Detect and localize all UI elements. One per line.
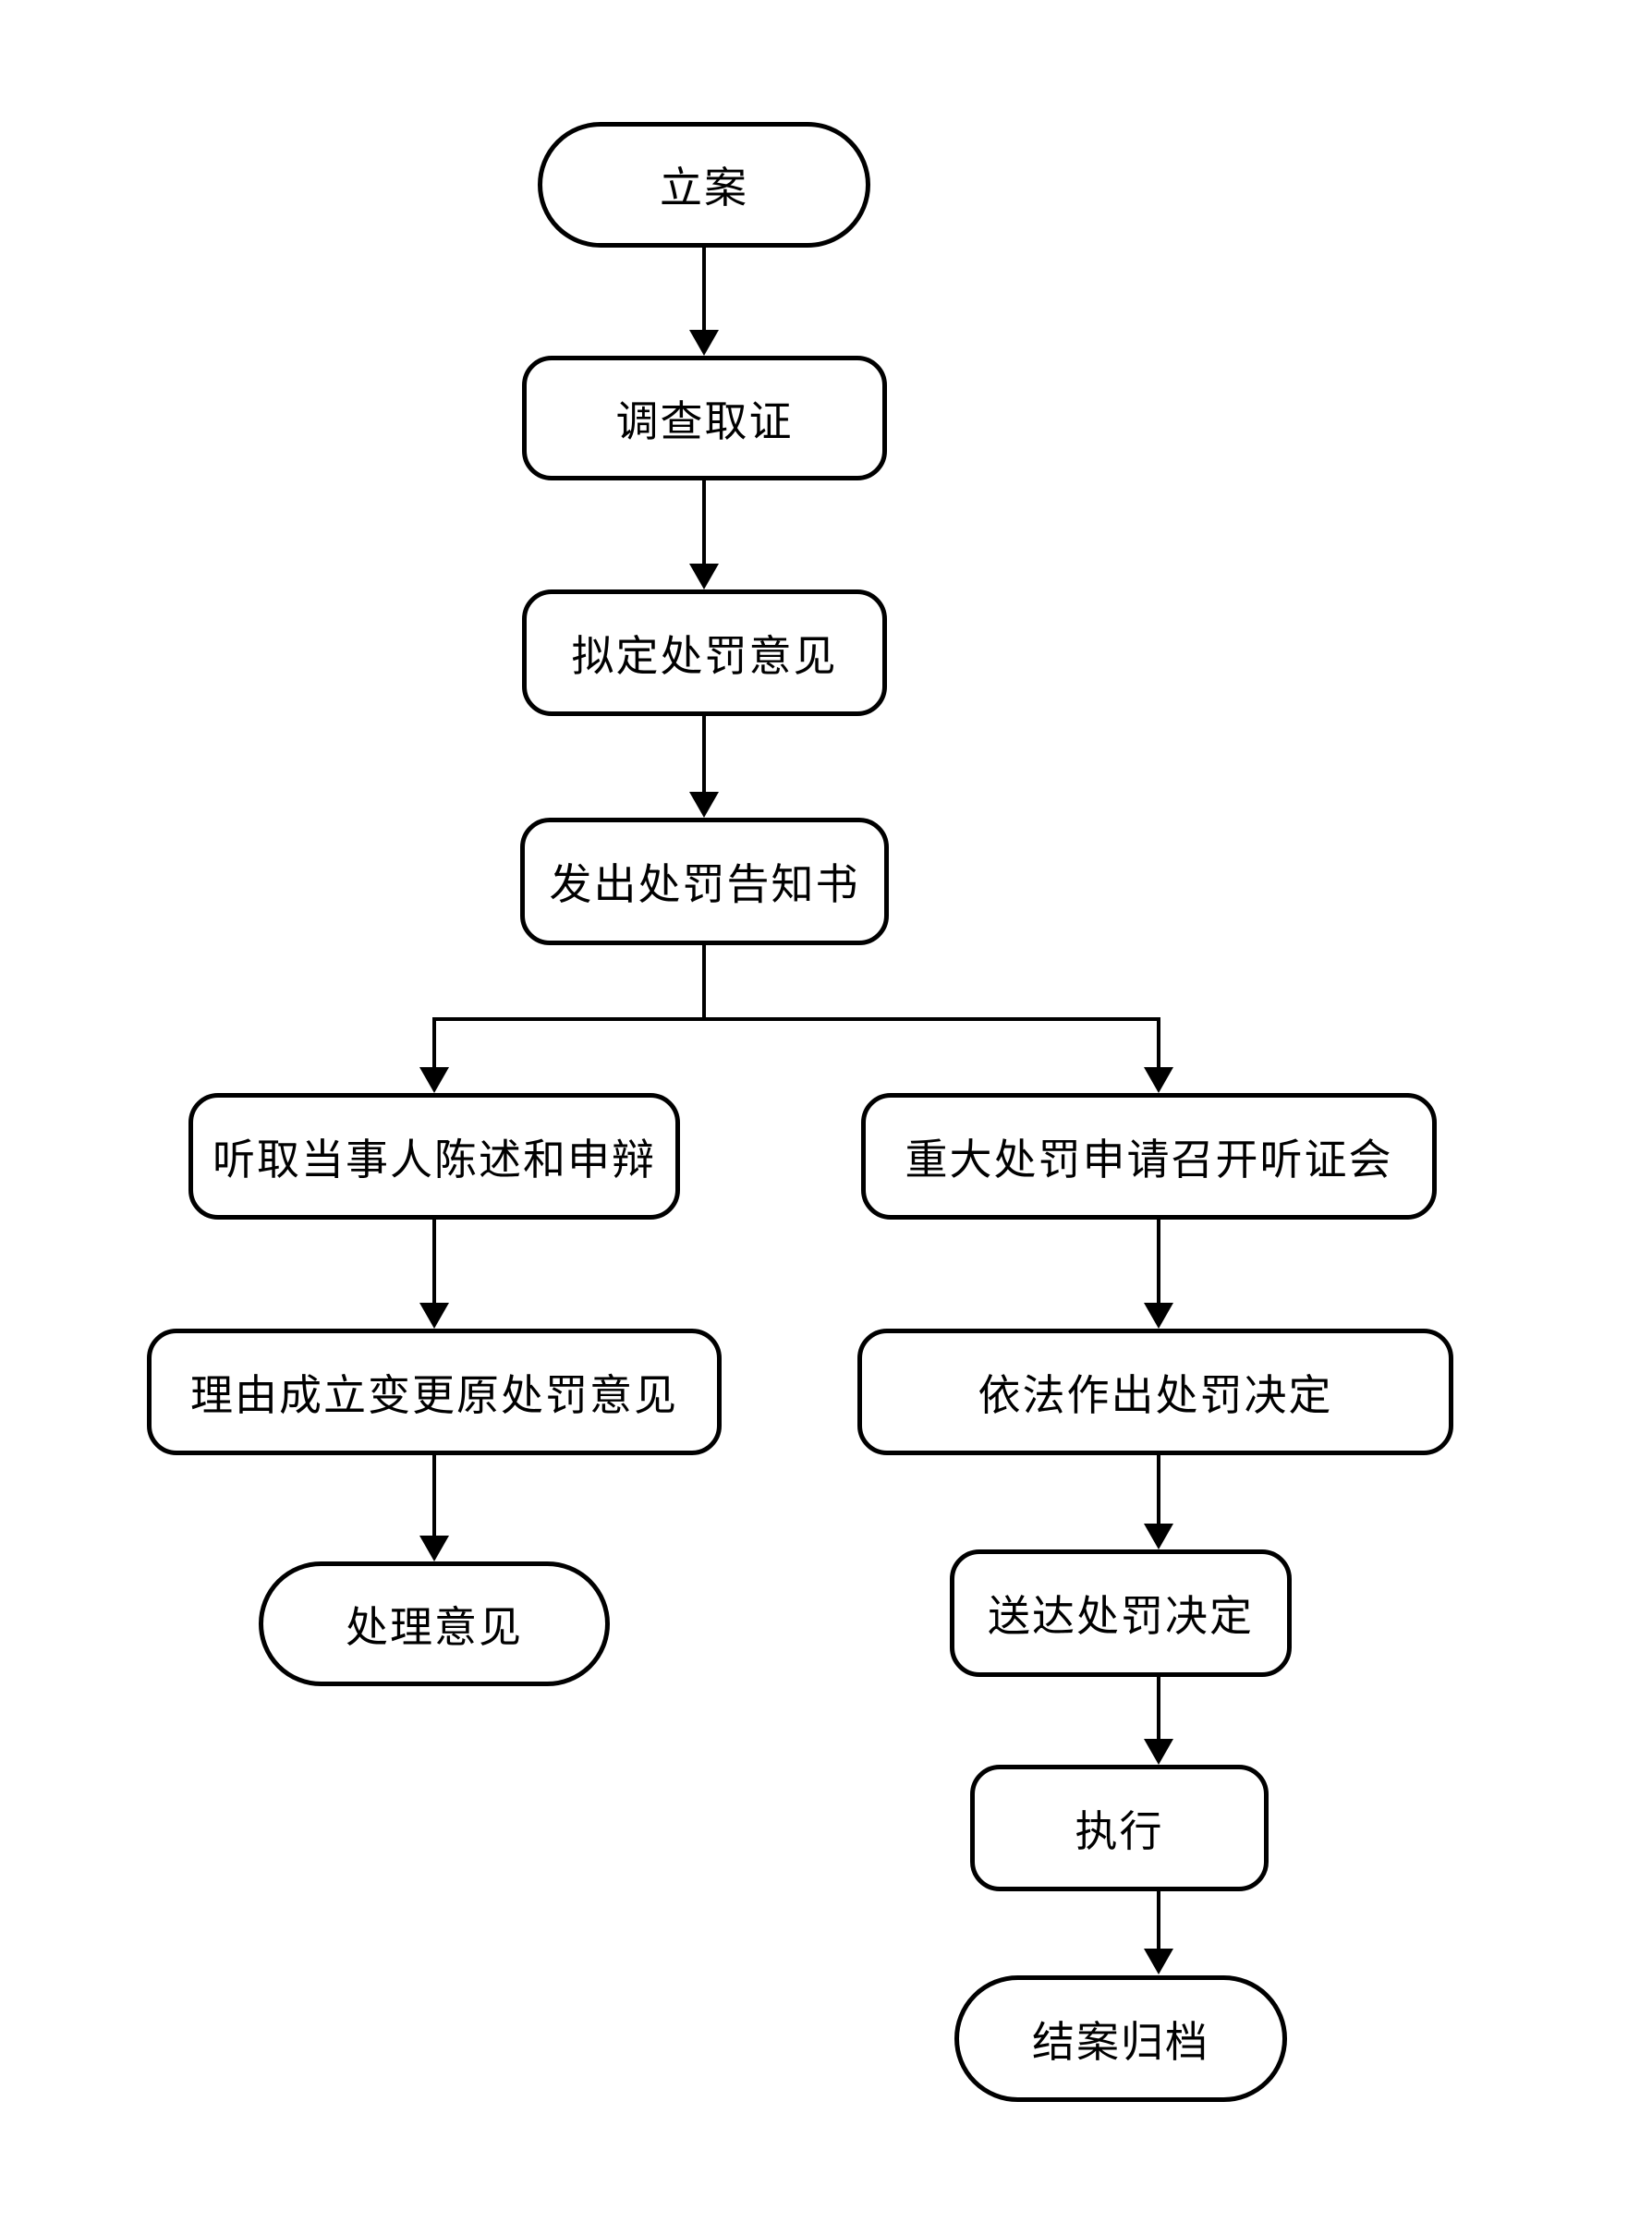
flow-line bbox=[1157, 1455, 1160, 1524]
node-draft: 拟定处罚意见 bbox=[522, 589, 887, 716]
node-investigate: 调查取证 bbox=[522, 356, 887, 480]
flow-line bbox=[432, 1455, 436, 1536]
arrow-down-icon bbox=[689, 330, 719, 356]
flow-line bbox=[702, 945, 706, 1021]
flow-line bbox=[1157, 1220, 1160, 1303]
node-label: 听取当事人陈述和申辩 bbox=[213, 1136, 656, 1184]
node-hearing: 重大处罚申请召开听证会 bbox=[861, 1093, 1437, 1220]
node-opinion: 处理意见 bbox=[259, 1561, 610, 1686]
arrow-down-icon bbox=[689, 564, 719, 589]
arrow-down-icon bbox=[419, 1536, 449, 1561]
node-archive: 结案归档 bbox=[954, 1975, 1287, 2102]
arrow-down-icon bbox=[1144, 1949, 1173, 1974]
flow-line bbox=[702, 480, 706, 564]
node-statement: 听取当事人陈述和申辩 bbox=[188, 1093, 680, 1220]
arrow-down-icon bbox=[1144, 1303, 1173, 1329]
node-label: 调查取证 bbox=[615, 397, 794, 445]
node-label: 立案 bbox=[660, 164, 748, 212]
flow-line bbox=[1157, 1017, 1160, 1067]
arrow-down-icon bbox=[419, 1067, 449, 1093]
flow-line bbox=[1157, 1677, 1160, 1739]
flow-line bbox=[432, 1017, 1160, 1021]
flow-line bbox=[432, 1017, 436, 1067]
node-label: 拟定处罚意见 bbox=[571, 632, 838, 680]
node-label: 依法作出处罚决定 bbox=[978, 1371, 1333, 1419]
node-notice: 发出处罚告知书 bbox=[520, 818, 889, 945]
flow-line bbox=[702, 716, 706, 792]
flow-line bbox=[702, 248, 706, 330]
flow-line bbox=[432, 1220, 436, 1303]
node-revise: 理由成立变更原处罚意见 bbox=[147, 1329, 722, 1455]
arrow-down-icon bbox=[419, 1303, 449, 1329]
node-start: 立案 bbox=[538, 122, 870, 248]
node-execute: 执行 bbox=[970, 1765, 1269, 1891]
node-label: 理由成立变更原处罚意见 bbox=[190, 1371, 678, 1419]
node-label: 重大处罚申请召开听证会 bbox=[905, 1136, 1393, 1184]
node-label: 结案归档 bbox=[1032, 2018, 1209, 2066]
arrow-down-icon bbox=[1144, 1524, 1173, 1549]
node-label: 处理意见 bbox=[346, 1603, 523, 1651]
node-decide: 依法作出处罚决定 bbox=[857, 1329, 1453, 1455]
arrow-down-icon bbox=[1144, 1739, 1173, 1765]
node-label: 执行 bbox=[1075, 1807, 1164, 1855]
arrow-down-icon bbox=[689, 792, 719, 818]
node-deliver: 送达处罚决定 bbox=[950, 1549, 1292, 1677]
node-label: 送达处罚决定 bbox=[988, 1593, 1254, 1640]
node-label: 发出处罚告知书 bbox=[549, 861, 860, 908]
flow-line bbox=[1157, 1891, 1160, 1949]
arrow-down-icon bbox=[1144, 1067, 1173, 1093]
